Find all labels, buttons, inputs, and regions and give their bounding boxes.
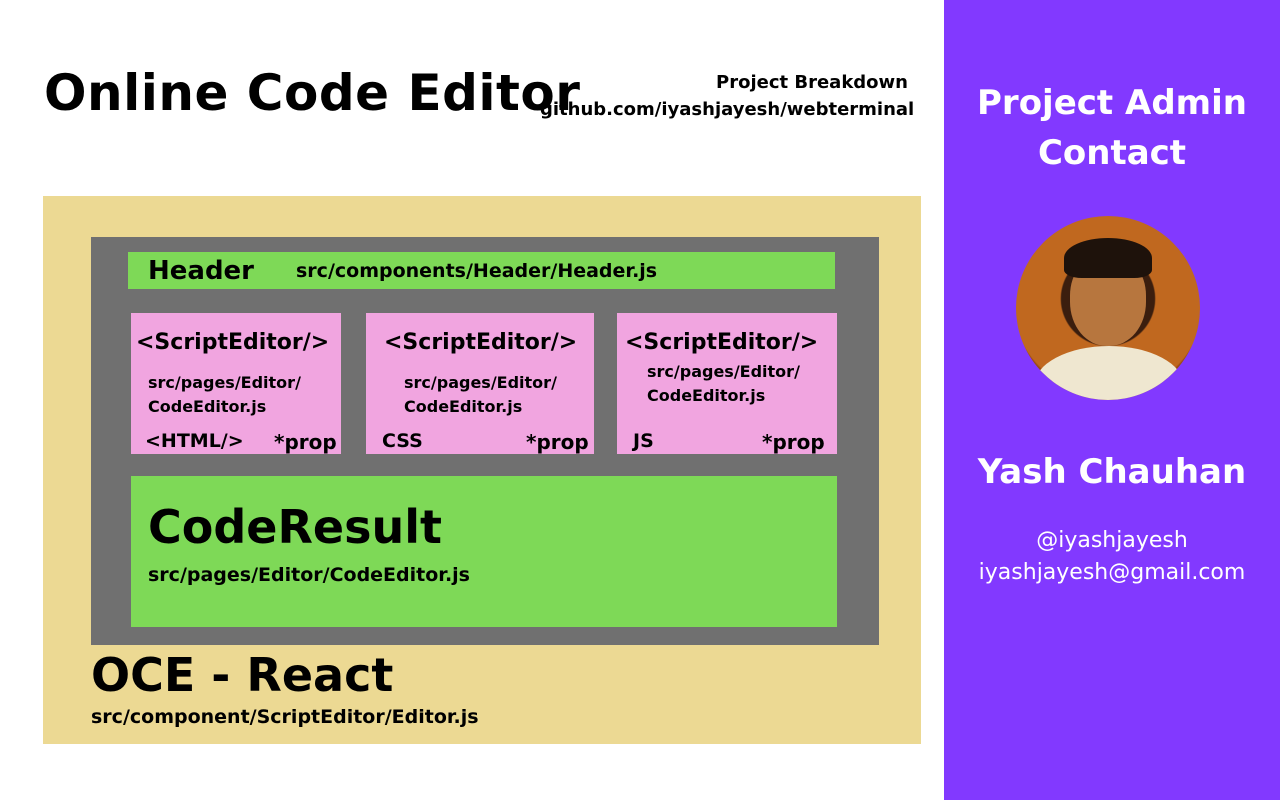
script-editor-title: <ScriptEditor/>	[625, 330, 819, 355]
contact-handle: @iyashjayesh	[1036, 528, 1188, 553]
contact-heading-line: Contact	[1037, 133, 1187, 173]
avatar	[1016, 216, 1200, 400]
script-editor-html-box	[131, 313, 341, 454]
oce-react-path: src/component/ScriptEditor/Editor.js	[91, 706, 479, 728]
script-editor-js-box	[617, 313, 837, 454]
script-editor-path: src/pages/Editor/	[647, 362, 800, 381]
script-editor-path: src/pages/Editor/	[404, 373, 557, 392]
oce-react-title: OCE - React	[91, 648, 394, 702]
script-editor-prop: *prop	[274, 430, 337, 454]
script-editor-lang: JS	[633, 430, 654, 452]
breakdown-label: Project Breakdown	[716, 72, 908, 93]
script-editor-path: src/pages/Editor/	[148, 373, 301, 392]
avatar-shirt	[1034, 346, 1184, 400]
script-editor-title: <ScriptEditor/>	[136, 330, 330, 355]
code-result-title: CodeResult	[148, 500, 442, 554]
script-editor-path: CodeEditor.js	[647, 386, 766, 405]
script-editor-lang: CSS	[382, 430, 423, 452]
script-editor-prop: *prop	[762, 430, 825, 454]
contact-heading-line: Project Admin	[977, 83, 1247, 123]
contact-sidebar	[944, 0, 1280, 800]
contact-name: Yash Chauhan	[977, 452, 1247, 492]
script-editor-path: CodeEditor.js	[404, 397, 523, 416]
repo-url: github.com/iyashjayesh/webterminal	[540, 99, 915, 120]
script-editor-path: CodeEditor.js	[148, 397, 267, 416]
contact-heading: Project Admin Contact	[944, 78, 1280, 178]
page-title: Online Code Editor	[44, 64, 581, 122]
script-editor-lang: <HTML/>	[145, 430, 244, 452]
header-component-box	[128, 252, 835, 289]
script-editor-css-box	[366, 313, 594, 454]
code-result-box	[131, 476, 837, 627]
contact-email: iyashjayesh@gmail.com	[978, 560, 1246, 585]
avatar-hair	[1064, 238, 1152, 278]
script-editor-title: <ScriptEditor/>	[384, 330, 578, 355]
header-component-path: src/components/Header/Header.js	[296, 260, 658, 282]
header-component-label: Header	[148, 256, 255, 286]
script-editor-prop: *prop	[526, 430, 589, 454]
code-result-path: src/pages/Editor/CodeEditor.js	[148, 564, 470, 586]
